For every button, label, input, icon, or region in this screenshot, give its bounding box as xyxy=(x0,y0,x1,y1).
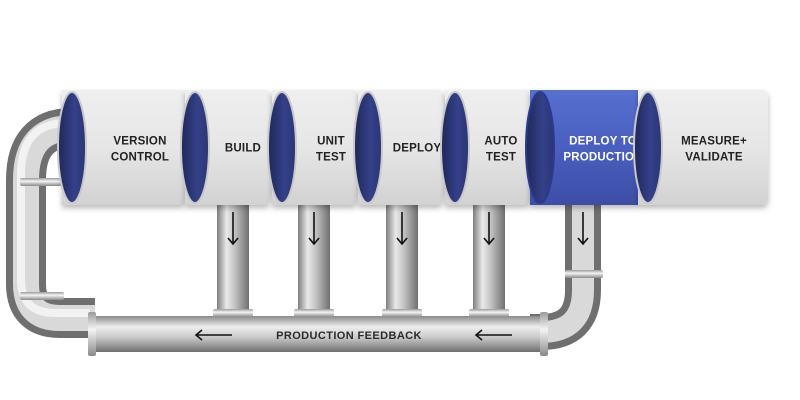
arrow-left-icon xyxy=(194,329,232,341)
feedback-pipes xyxy=(6,108,603,356)
pipeline-segments: VERSION CONTROL BUILD UNIT TEST DEPLOY AUTO TES… xyxy=(57,90,768,205)
left-return-pipe-shine xyxy=(17,119,90,317)
feedback-label: PRODUCTION FEEDBACK xyxy=(276,330,422,342)
pipe-ring xyxy=(20,292,64,300)
arrow-down-icon xyxy=(227,212,239,246)
step-deploy: DEPLOY xyxy=(353,90,453,205)
pipe-ring xyxy=(20,178,64,186)
step-opening xyxy=(57,91,87,204)
arrow-down-icon xyxy=(483,212,495,246)
pipe-ring xyxy=(213,309,253,317)
flow-arrows xyxy=(62,130,589,341)
pipe-ring xyxy=(469,309,509,317)
step-body xyxy=(62,90,195,205)
step-body xyxy=(530,90,650,205)
step-label: MEASURE+ xyxy=(681,136,747,148)
step-unit-test: UNIT TEST xyxy=(267,90,367,205)
bottom-pipe xyxy=(92,316,544,352)
step-body xyxy=(638,90,768,205)
step-build: BUILD xyxy=(180,90,280,205)
step-opening xyxy=(180,91,210,204)
step-opening xyxy=(267,91,297,204)
pipe-ring xyxy=(294,309,334,317)
step-label: AUTO xyxy=(484,136,517,148)
step-label: BUILD xyxy=(225,143,261,155)
arrow-down-icon xyxy=(396,212,408,246)
step-opening xyxy=(353,91,383,204)
step-body xyxy=(185,90,280,205)
step-version-control: VERSION CONTROL xyxy=(57,90,195,205)
step-deploy-to-production: DEPLOY TO PRODUCTION xyxy=(525,90,650,205)
arrow-down-icon xyxy=(577,212,589,246)
step-opening xyxy=(525,91,555,204)
step-body xyxy=(358,90,453,205)
step-body xyxy=(272,90,367,205)
step-opening xyxy=(633,91,663,204)
pipe-ring xyxy=(382,309,422,317)
pipe-ring xyxy=(565,270,603,278)
step-label: DEPLOY TO xyxy=(569,136,637,148)
step-label: VALIDATE xyxy=(685,152,743,164)
arrow-down-icon xyxy=(308,212,320,246)
step-auto-test: AUTO TEST xyxy=(440,90,540,205)
arrow-left-icon xyxy=(474,329,512,341)
pipe-ring xyxy=(540,312,548,356)
step-label: TEST xyxy=(486,152,516,164)
step-label: DEPLOY xyxy=(393,143,442,155)
step-body xyxy=(445,90,540,205)
step-label: TEST xyxy=(316,152,346,164)
step-label: VERSION xyxy=(113,136,166,148)
step-opening xyxy=(440,91,470,204)
step-label: CONTROL xyxy=(111,152,169,164)
pipe-ring xyxy=(88,312,96,356)
step-measure-validate: MEASURE+ VALIDATE xyxy=(633,90,768,205)
step-label: UNIT xyxy=(317,136,345,148)
step-label: PRODUCTION xyxy=(563,152,642,164)
